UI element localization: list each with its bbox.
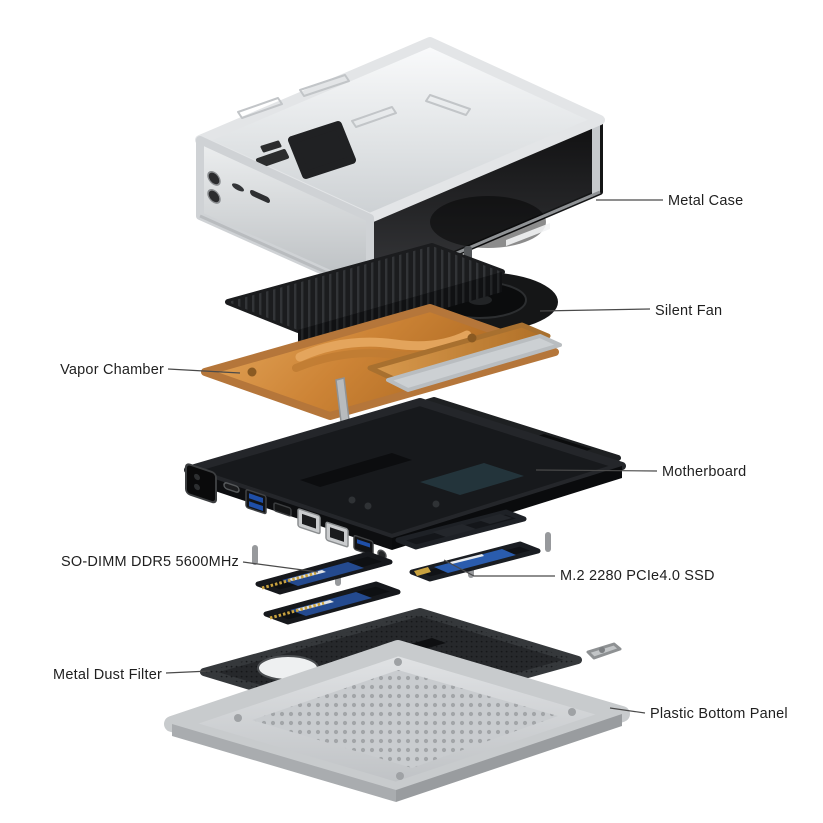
ssd-label-sticker <box>434 549 516 573</box>
label-vapor-chamber: Vapor Chamber <box>60 362 164 378</box>
antenna-port-icon <box>207 170 221 186</box>
label-dust-filter: Metal Dust Filter <box>53 667 162 683</box>
label-so-dimm: SO-DIMM DDR5 5600MHz <box>60 554 239 570</box>
case-inner-fan-shadow <box>430 196 546 248</box>
heatsink-fins-texture <box>228 246 502 330</box>
case-front-ports <box>207 170 270 204</box>
label-m2-ssd: M.2 2280 PCIe4.0 SSD <box>560 568 715 584</box>
panel-vent-holes <box>252 670 558 768</box>
usb-a-tongue-icon <box>249 493 263 503</box>
panel-skirt-right <box>396 714 622 802</box>
leader-m2-ssd <box>443 559 555 577</box>
panel-screw <box>394 658 402 666</box>
case-top-vent-4 <box>425 94 471 116</box>
leader-so-dimm <box>242 561 319 573</box>
case-inner-slot <box>506 223 550 246</box>
bottom-panel-illustration <box>164 640 630 802</box>
leader-lines <box>165 199 663 714</box>
label-bottom-panel: Plastic Bottom Panel <box>650 706 788 722</box>
ram-gold-pins <box>261 571 317 590</box>
panel-skirt-left <box>172 724 396 802</box>
leader-silent-fan <box>539 308 651 312</box>
case-top-vent-1 <box>351 106 397 128</box>
antenna-port-icon <box>207 188 221 204</box>
power-inlet-icon <box>185 463 217 504</box>
power-pin-icon <box>194 483 200 491</box>
leader-dust-filter <box>165 670 211 674</box>
audio-hole-icon <box>232 183 244 192</box>
case-right-wall-edge <box>592 120 600 197</box>
capacitor <box>432 500 440 508</box>
hdmi-port-icon <box>273 502 292 517</box>
case-top-slot-2 <box>260 140 282 153</box>
panel-screw <box>396 772 404 780</box>
usb-a-tongue-icon <box>249 501 263 511</box>
case-top-cutout <box>288 121 356 179</box>
ram-label-sticker <box>290 592 372 616</box>
ssd-chip <box>478 514 512 524</box>
capacitor <box>364 502 372 510</box>
power-pin-icon <box>194 473 200 481</box>
leader-vapor-chamber <box>167 368 241 374</box>
so-dimm-illustration <box>255 551 401 625</box>
label-motherboard: Motherboard <box>662 464 747 480</box>
standoff-post <box>252 545 258 565</box>
ram-label-sticker <box>282 562 364 586</box>
usb-a-tongue-icon <box>357 539 370 548</box>
vapor-chamber-illustration <box>201 243 562 431</box>
standoff-post <box>545 532 551 552</box>
panel-screw <box>568 708 576 716</box>
rear-io-ports <box>185 463 387 560</box>
usb-c-port-icon <box>223 482 240 493</box>
ssd-gold-connector <box>414 567 431 576</box>
ssd-chip <box>432 524 476 537</box>
panel-bracket-screw <box>599 647 605 653</box>
capacitor <box>348 496 356 504</box>
chamber-screw-2 <box>467 333 477 343</box>
ram-gold-pins <box>269 601 325 620</box>
panel-screw <box>234 714 242 722</box>
ethernet-jack-icon <box>302 513 316 529</box>
ssd-label-text-mark <box>450 554 484 564</box>
cpu-area <box>420 463 524 495</box>
ram-slot <box>300 453 412 487</box>
heat-pipe-1 <box>295 330 472 362</box>
chamber-screw-1 <box>247 367 257 377</box>
leader-bottom-panel <box>609 707 646 714</box>
m2-ssd-illustration <box>395 509 541 582</box>
usb-c-port-icon <box>250 189 270 203</box>
cold-plate <box>386 334 562 392</box>
case-top-vent-2 <box>237 97 283 119</box>
case-top-vent-3 <box>299 74 350 97</box>
motherboard-illustration <box>184 397 626 586</box>
label-silent-fan: Silent Fan <box>655 303 723 319</box>
ethernet-jack-icon <box>330 527 344 542</box>
leader-motherboard <box>535 469 658 472</box>
label-metal-case: Metal Case <box>668 193 744 209</box>
